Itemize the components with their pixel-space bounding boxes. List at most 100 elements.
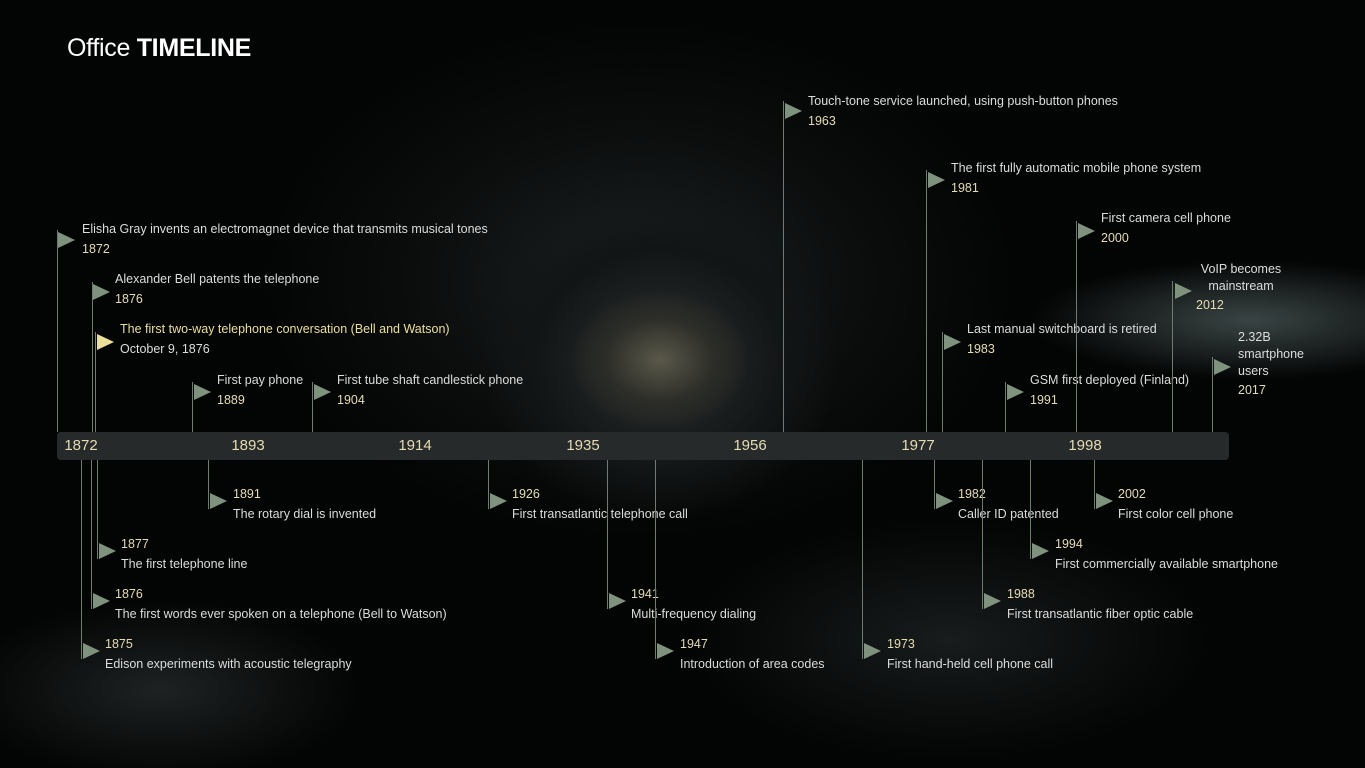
milestone-line: [1076, 221, 1077, 432]
milestone-title: The first telephone line: [121, 557, 248, 571]
milestone-date: 1941: [631, 587, 659, 601]
milestone[interactable]: The first fully automatic mobile phone s…: [951, 158, 1201, 198]
milestone-title: Multi-frequency dialing: [631, 607, 757, 621]
milestone-date: 1926: [512, 487, 540, 501]
milestone-line: [1005, 382, 1006, 432]
milestone-line: [934, 460, 935, 509]
milestone-date: 1875: [105, 637, 133, 651]
milestone-line: [1030, 460, 1031, 559]
flag-icon: [210, 493, 227, 509]
flag-icon: [314, 384, 331, 400]
flag-icon: [1175, 283, 1192, 299]
milestone[interactable]: GSM first deployed (Finland) 1991: [1030, 370, 1189, 410]
flag-icon: [1096, 493, 1113, 509]
axis-tick: 1935: [566, 437, 600, 454]
milestone-title: First camera cell phone: [1101, 211, 1231, 225]
milestone-highlighted[interactable]: The first two-way telephone conversation…: [120, 319, 450, 359]
milestone-title: 2.32B smartphone users: [1238, 330, 1305, 378]
milestone-line: [783, 101, 784, 432]
logo-part1: Office: [67, 34, 131, 62]
flag-icon: [83, 643, 100, 659]
milestone-date: 1891: [233, 487, 261, 501]
milestone-title: Edison experiments with acoustic telegra…: [105, 657, 352, 671]
milestone-date: 1981: [951, 181, 979, 195]
milestone-date: 1889: [217, 393, 245, 407]
milestone[interactable]: 2.32B smartphone users 2017: [1238, 329, 1318, 400]
milestone-date: 1872: [82, 242, 110, 256]
milestone-date: 1963: [808, 114, 836, 128]
milestone-line: [81, 460, 82, 659]
milestone-title: The first words ever spoken on a telepho…: [115, 607, 447, 621]
milestone-title: VoIP becomes mainstream: [1200, 262, 1282, 293]
flag-icon: [93, 284, 110, 300]
office-timeline-logo: Office TIMELINE: [67, 34, 251, 63]
milestone-title: The first two-way telephone conversation…: [120, 322, 450, 336]
milestone-title: First commercially available smartphone: [1055, 557, 1278, 571]
axis-tick: 1956: [733, 437, 767, 454]
axis-tick: 1998: [1068, 437, 1102, 454]
flag-icon: [864, 643, 881, 659]
flag-icon: [936, 493, 953, 509]
milestone-line: [942, 332, 943, 432]
milestone-title: Touch-tone service launched, using push-…: [808, 94, 1118, 108]
flag-icon: [657, 643, 674, 659]
flag-icon: [1078, 223, 1095, 239]
milestone-line: [1094, 460, 1095, 509]
flag-icon: [93, 593, 110, 609]
milestone-date: 1876: [115, 587, 143, 601]
milestone-line: [488, 460, 489, 509]
milestone-line: [312, 382, 313, 432]
milestone-date: 1983: [967, 342, 995, 356]
milestone-date: 2000: [1101, 231, 1129, 245]
axis-tick: 1977: [901, 437, 935, 454]
milestone-line: [91, 460, 92, 609]
milestone-line: [982, 460, 983, 609]
milestone[interactable]: First camera cell phone 2000: [1101, 208, 1231, 248]
axis-tick: 1872: [64, 437, 98, 454]
flag-icon: [99, 543, 116, 559]
milestone-title: GSM first deployed (Finland): [1030, 373, 1190, 387]
milestone-title: First color cell phone: [1118, 507, 1234, 521]
milestone-title: First hand-held cell phone call: [887, 657, 1054, 671]
milestone-date: 1994: [1055, 537, 1083, 551]
milestone-title: Caller ID patented: [958, 507, 1059, 521]
milestone-line: [1172, 281, 1173, 432]
flag-icon: [1214, 359, 1231, 375]
milestone[interactable]: Touch-tone service launched, using push-…: [808, 91, 1118, 131]
milestone-date: October 9, 1876: [120, 342, 210, 356]
milestone-date: 1991: [1030, 393, 1058, 407]
milestone-date: 1877: [121, 537, 149, 551]
milestone-date: 2017: [1238, 383, 1266, 397]
milestone-line: [926, 170, 927, 432]
logo-part2: TIMELINE: [136, 34, 252, 62]
milestone-line: [862, 460, 863, 659]
flag-icon: [1032, 543, 1049, 559]
milestone[interactable]: Elisha Gray invents an electromagnet dev…: [82, 219, 488, 259]
milestone-title: Alexander Bell patents the telephone: [115, 272, 320, 286]
axis-tick: 1893: [231, 437, 265, 454]
milestone-date: 1988: [1007, 587, 1035, 601]
milestone-title: First transatlantic telephone call: [512, 507, 688, 521]
milestone-date: 1982: [958, 487, 986, 501]
milestone-title: First tube shaft candlestick phone: [337, 373, 524, 387]
timeline-bar: [57, 432, 1229, 460]
milestone-line: [208, 460, 209, 509]
milestone-line: [192, 382, 193, 432]
